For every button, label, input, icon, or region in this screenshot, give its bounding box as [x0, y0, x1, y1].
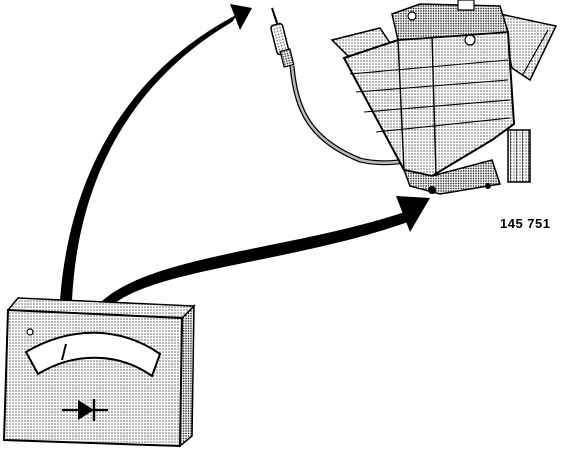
- component-housing: [330, 0, 558, 195]
- multimeter: [2, 297, 196, 448]
- figure-reference-number: 145 751: [500, 216, 551, 231]
- connection-arrow-upper: [60, 4, 252, 300]
- diode-symbol: [62, 399, 108, 421]
- connection-arrow-lower: [100, 196, 430, 305]
